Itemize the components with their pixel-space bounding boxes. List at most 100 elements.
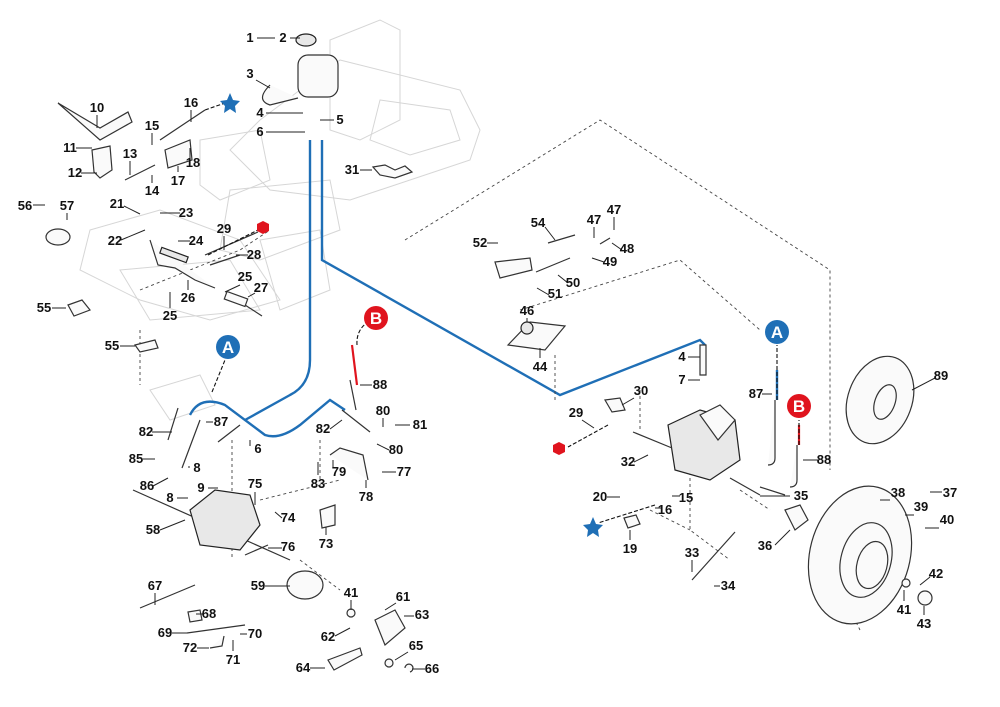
clip-66 bbox=[404, 663, 414, 673]
callout-label-22: 22 bbox=[108, 233, 122, 248]
connector-a-label: A bbox=[771, 323, 783, 342]
hexagon-icon bbox=[257, 221, 269, 234]
callout-label-88: 88 bbox=[373, 377, 387, 392]
bracket-19 bbox=[623, 514, 641, 529]
callout-label-37: 37 bbox=[943, 485, 957, 500]
callout-label-40: 40 bbox=[940, 512, 954, 527]
callout-label-29: 29 bbox=[217, 221, 231, 236]
reservoir-cap bbox=[295, 33, 317, 47]
callout-label-54: 54 bbox=[531, 215, 546, 230]
callout-label-12: 12 bbox=[68, 165, 82, 180]
callout-leader-82 bbox=[329, 419, 343, 430]
callout-label-14: 14 bbox=[145, 183, 160, 198]
callout-label-35: 35 bbox=[794, 488, 808, 503]
callout-label-77: 77 bbox=[397, 464, 411, 479]
callout-label-15: 15 bbox=[679, 490, 693, 505]
callout-leader-49 bbox=[591, 257, 605, 263]
callout-leader-27 bbox=[247, 292, 256, 298]
callout-label-15: 15 bbox=[145, 118, 159, 133]
callout-label-47: 47 bbox=[587, 212, 601, 227]
tube-6-left bbox=[217, 424, 241, 443]
callout-label-55: 55 bbox=[105, 338, 119, 353]
lever-52 bbox=[494, 257, 533, 279]
connector-b-label: B bbox=[793, 397, 805, 416]
tractor-frame-ghost bbox=[79, 19, 481, 421]
tube-82-left bbox=[167, 407, 179, 441]
shaft-13 bbox=[124, 164, 156, 181]
callout-leader-21 bbox=[123, 205, 141, 215]
callout-label-3: 3 bbox=[246, 66, 253, 81]
bracket-10 bbox=[57, 102, 133, 141]
callout-label-13: 13 bbox=[123, 146, 137, 161]
callout-leader-3 bbox=[255, 79, 271, 89]
callout-label-80: 80 bbox=[376, 403, 390, 418]
callout-label-28: 28 bbox=[247, 247, 261, 262]
connector-markers: A B A B bbox=[216, 93, 811, 537]
callout-leaders bbox=[33, 37, 942, 670]
callout-leader-51 bbox=[536, 287, 550, 296]
callout-label-32: 32 bbox=[621, 454, 635, 469]
connector-arrows bbox=[204, 102, 800, 524]
callout-label-21: 21 bbox=[110, 196, 124, 211]
connector-a-left: A bbox=[216, 335, 240, 359]
spring-28 bbox=[209, 254, 241, 266]
callout-label-20: 20 bbox=[593, 489, 607, 504]
callout-leader-25 bbox=[224, 284, 241, 293]
callout-leader-48 bbox=[611, 242, 623, 251]
callout-label-19: 19 bbox=[623, 541, 637, 556]
callout-label-46: 46 bbox=[520, 303, 534, 318]
tube-88-right bbox=[789, 445, 798, 488]
tube-79 bbox=[329, 447, 369, 481]
callout-label-67: 67 bbox=[148, 578, 162, 593]
callout-label-62: 62 bbox=[321, 629, 335, 644]
transmission-left-58 bbox=[189, 489, 261, 551]
callout-label-34: 34 bbox=[721, 578, 736, 593]
callout-label-16: 16 bbox=[658, 502, 672, 517]
rod-67 bbox=[139, 584, 196, 609]
callout-label-33: 33 bbox=[685, 545, 699, 560]
callout-label-8: 8 bbox=[193, 460, 200, 475]
callout-leader-65 bbox=[394, 651, 409, 661]
callout-label-24: 24 bbox=[189, 233, 204, 248]
plate-55-a bbox=[67, 299, 91, 317]
callout-label-23: 23 bbox=[179, 205, 193, 220]
callout-label-80: 80 bbox=[389, 442, 403, 457]
callout-label-8: 8 bbox=[166, 490, 173, 505]
callout-label-82: 82 bbox=[139, 424, 153, 439]
callout-label-64: 64 bbox=[296, 660, 311, 675]
callout-label-87: 87 bbox=[214, 414, 228, 429]
callout-label-68: 68 bbox=[202, 606, 216, 621]
lever-72 bbox=[209, 635, 225, 649]
callout-label-6: 6 bbox=[256, 124, 263, 139]
cap-43 bbox=[917, 590, 933, 606]
callout-label-5: 5 bbox=[336, 112, 343, 127]
pedal-assembly-26 bbox=[149, 239, 216, 289]
pin-76 bbox=[244, 544, 269, 556]
hydraulic-hoses bbox=[188, 140, 801, 445]
callout-label-66: 66 bbox=[425, 661, 439, 676]
hose-b-segment bbox=[350, 344, 359, 386]
hose-6-main bbox=[244, 140, 312, 422]
connector-b-label: B bbox=[370, 309, 382, 328]
callout-leader-74 bbox=[274, 511, 283, 519]
callout-label-43: 43 bbox=[917, 616, 931, 631]
bracket-68 bbox=[187, 609, 203, 623]
tube-4-right bbox=[699, 344, 707, 376]
callout-leader-32 bbox=[633, 454, 649, 463]
axle-right bbox=[729, 477, 761, 496]
washer-65 bbox=[384, 658, 394, 668]
brake-arm-63 bbox=[374, 609, 406, 646]
assembly-lines bbox=[139, 119, 861, 631]
callout-label-50: 50 bbox=[566, 275, 580, 290]
callout-label-36: 36 bbox=[758, 538, 772, 553]
hub-36 bbox=[784, 504, 809, 531]
callout-label-31: 31 bbox=[345, 162, 359, 177]
rod-50 bbox=[535, 257, 571, 273]
tube-88-left bbox=[349, 379, 357, 411]
callout-label-16: 16 bbox=[184, 95, 198, 110]
hose-82-left bbox=[188, 398, 346, 438]
tube-87-right bbox=[767, 400, 776, 466]
callout-label-30: 30 bbox=[634, 383, 648, 398]
part-shapes bbox=[45, 33, 933, 673]
